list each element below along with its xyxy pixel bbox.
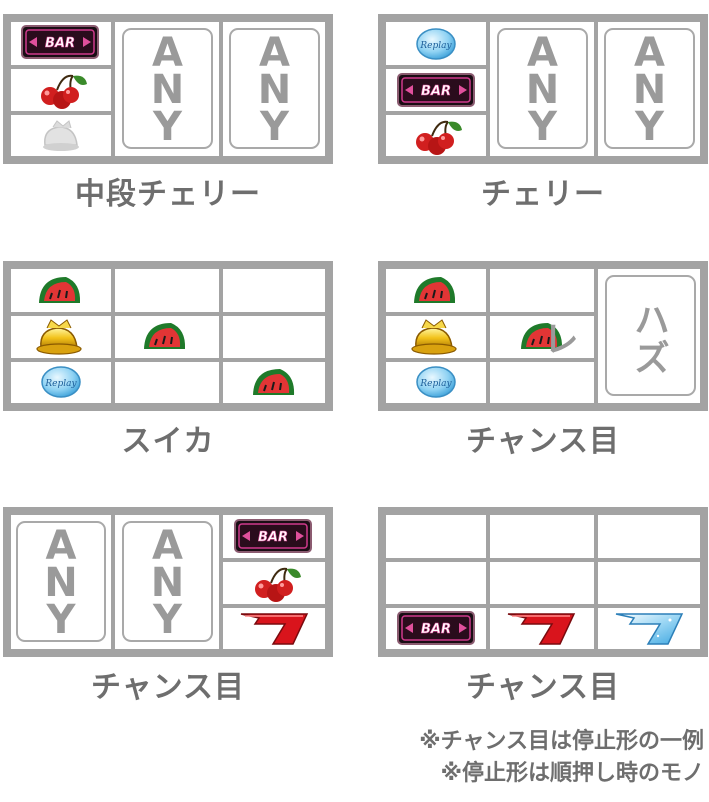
- svg-text:BAR: BAR: [45, 36, 75, 51]
- panel-caption: チャンス目: [465, 670, 621, 705]
- watermelon-icon: [414, 277, 456, 303]
- watermelon-icon: [521, 323, 563, 349]
- watermelon-icon: [39, 277, 81, 303]
- panel-middle-cherry: BAR A N Y A N Y 中段チェリー: [3, 14, 333, 214]
- bell-icon: [411, 319, 457, 355]
- any-reel: A N Y: [122, 28, 213, 149]
- cherry-icon: [255, 567, 301, 602]
- panel-chance-2: A N Y A N Y BAR チャンス目: [3, 507, 333, 707]
- watermelon-icon: [253, 369, 295, 395]
- any-reel: A N Y: [16, 521, 106, 642]
- cherry-icon: [416, 120, 462, 155]
- svg-text:Replay: Replay: [419, 41, 452, 51]
- red-seven-icon: [507, 613, 576, 645]
- cherry-icon: [41, 74, 87, 109]
- panel-caption: チャンス目: [465, 424, 621, 459]
- footnote: ※停止形は順押し時のモノ: [440, 761, 704, 786]
- panel-caption: チャンス目: [90, 670, 246, 705]
- svg-text:BAR: BAR: [421, 622, 451, 637]
- panel-cherry: Replay BAR A N Y A N Y チェリー: [378, 14, 708, 214]
- watermelon-icon: [144, 323, 186, 349]
- replay-icon: Replay: [416, 28, 456, 60]
- any-reel: A N Y: [229, 28, 320, 149]
- panel-caption: チェリー: [481, 177, 605, 212]
- bar-icon: BAR: [234, 519, 312, 553]
- panel-caption: スイカ: [121, 424, 215, 459]
- red-seven-icon: [240, 613, 309, 645]
- bell-icon: [36, 319, 82, 355]
- any-reel: A N Y: [122, 521, 213, 642]
- replay-icon: Replay: [416, 366, 456, 398]
- panel-caption: 中段チェリー: [75, 177, 261, 212]
- svg-text:Replay: Replay: [419, 379, 452, 389]
- bar-icon: BAR: [397, 611, 475, 645]
- svg-text:BAR: BAR: [258, 530, 288, 545]
- footnote: ※チャンス目は停止形の一例: [419, 729, 704, 754]
- panel-chance-3: BAR チャンス目: [378, 507, 708, 707]
- hazure-label: ハズレ: [537, 301, 669, 377]
- any-reel: A N Y: [604, 28, 695, 149]
- panel-watermelon: Replay スイカ: [3, 261, 333, 461]
- svg-text:Replay: Replay: [44, 379, 77, 389]
- svg-text:BAR: BAR: [421, 84, 451, 99]
- any-reel: A N Y: [497, 28, 588, 149]
- bell-faded-icon: [43, 120, 79, 151]
- bar-icon: BAR: [397, 73, 475, 107]
- bar-icon: BAR: [21, 25, 99, 59]
- panel-chance-1: Replay ハズレ チャンス目: [378, 261, 708, 461]
- replay-icon: Replay: [41, 366, 81, 398]
- hazure-reel: ハズレ: [537, 275, 696, 396]
- blue-seven-icon: [615, 613, 684, 645]
